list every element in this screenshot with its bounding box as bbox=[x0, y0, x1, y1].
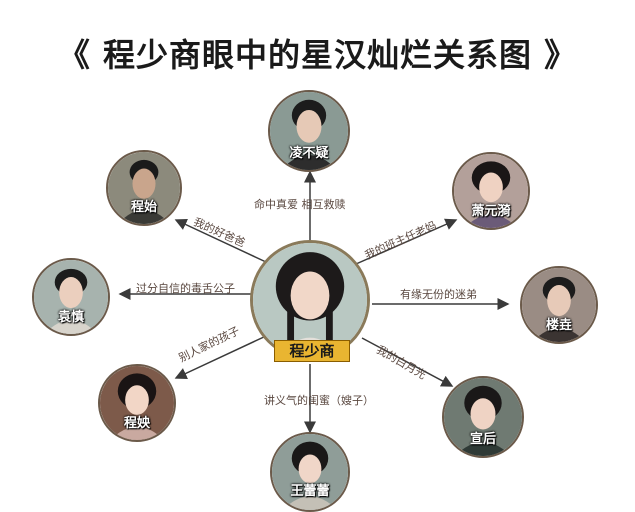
relation-label-right: 有缘无份的迷弟 bbox=[400, 288, 477, 301]
portrait-lower-right: 宣后 bbox=[442, 376, 524, 458]
portrait-image bbox=[34, 260, 108, 334]
relation-label-bottom: 讲义气的闺蜜（嫂子） bbox=[264, 394, 374, 407]
center-portrait bbox=[250, 240, 370, 360]
node-name: 楼垚 bbox=[545, 318, 572, 334]
portrait-image bbox=[444, 378, 522, 456]
center-name-badge: 程少商 bbox=[274, 340, 350, 362]
node-name: 宣后 bbox=[469, 431, 496, 447]
portrait-image bbox=[253, 243, 367, 357]
node-name: 凌不疑 bbox=[289, 145, 329, 161]
arrow-to-lower-left bbox=[174, 335, 267, 379]
relation-label-left: 过分自信的毒舌公子 bbox=[136, 282, 235, 295]
node-name: 程姎 bbox=[123, 416, 150, 432]
portrait-top: 凌不疑 bbox=[268, 90, 350, 172]
portrait-image bbox=[270, 92, 348, 170]
arrow-to-lower-right bbox=[361, 337, 454, 387]
portrait-image bbox=[454, 154, 528, 228]
node-name: 萧元漪 bbox=[471, 204, 511, 220]
node-name: 袁慎 bbox=[57, 310, 84, 326]
relation-arrows bbox=[118, 170, 510, 434]
portrait-bottom: 王蕾蕾 bbox=[270, 432, 350, 512]
relation-label-top: 命中真爱 相互救赎 bbox=[254, 198, 346, 211]
portrait-right: 楼垚 bbox=[520, 266, 598, 344]
portrait-left: 袁慎 bbox=[32, 258, 110, 336]
page-title: 《 程少商眼中的星汉灿烂关系图 》 bbox=[57, 36, 578, 74]
portrait-image bbox=[108, 152, 180, 224]
portrait-lower-left: 程姎 bbox=[98, 364, 176, 442]
portrait-image bbox=[100, 366, 174, 440]
portrait-image bbox=[522, 268, 596, 342]
portrait-upper-left: 程始 bbox=[106, 150, 182, 226]
node-name: 程始 bbox=[130, 200, 157, 216]
portrait-upper-right: 萧元漪 bbox=[452, 152, 530, 230]
arrow-to-upper-right bbox=[355, 218, 458, 265]
node-name: 王蕾蕾 bbox=[290, 484, 330, 499]
arrow-to-upper-left bbox=[174, 219, 267, 263]
